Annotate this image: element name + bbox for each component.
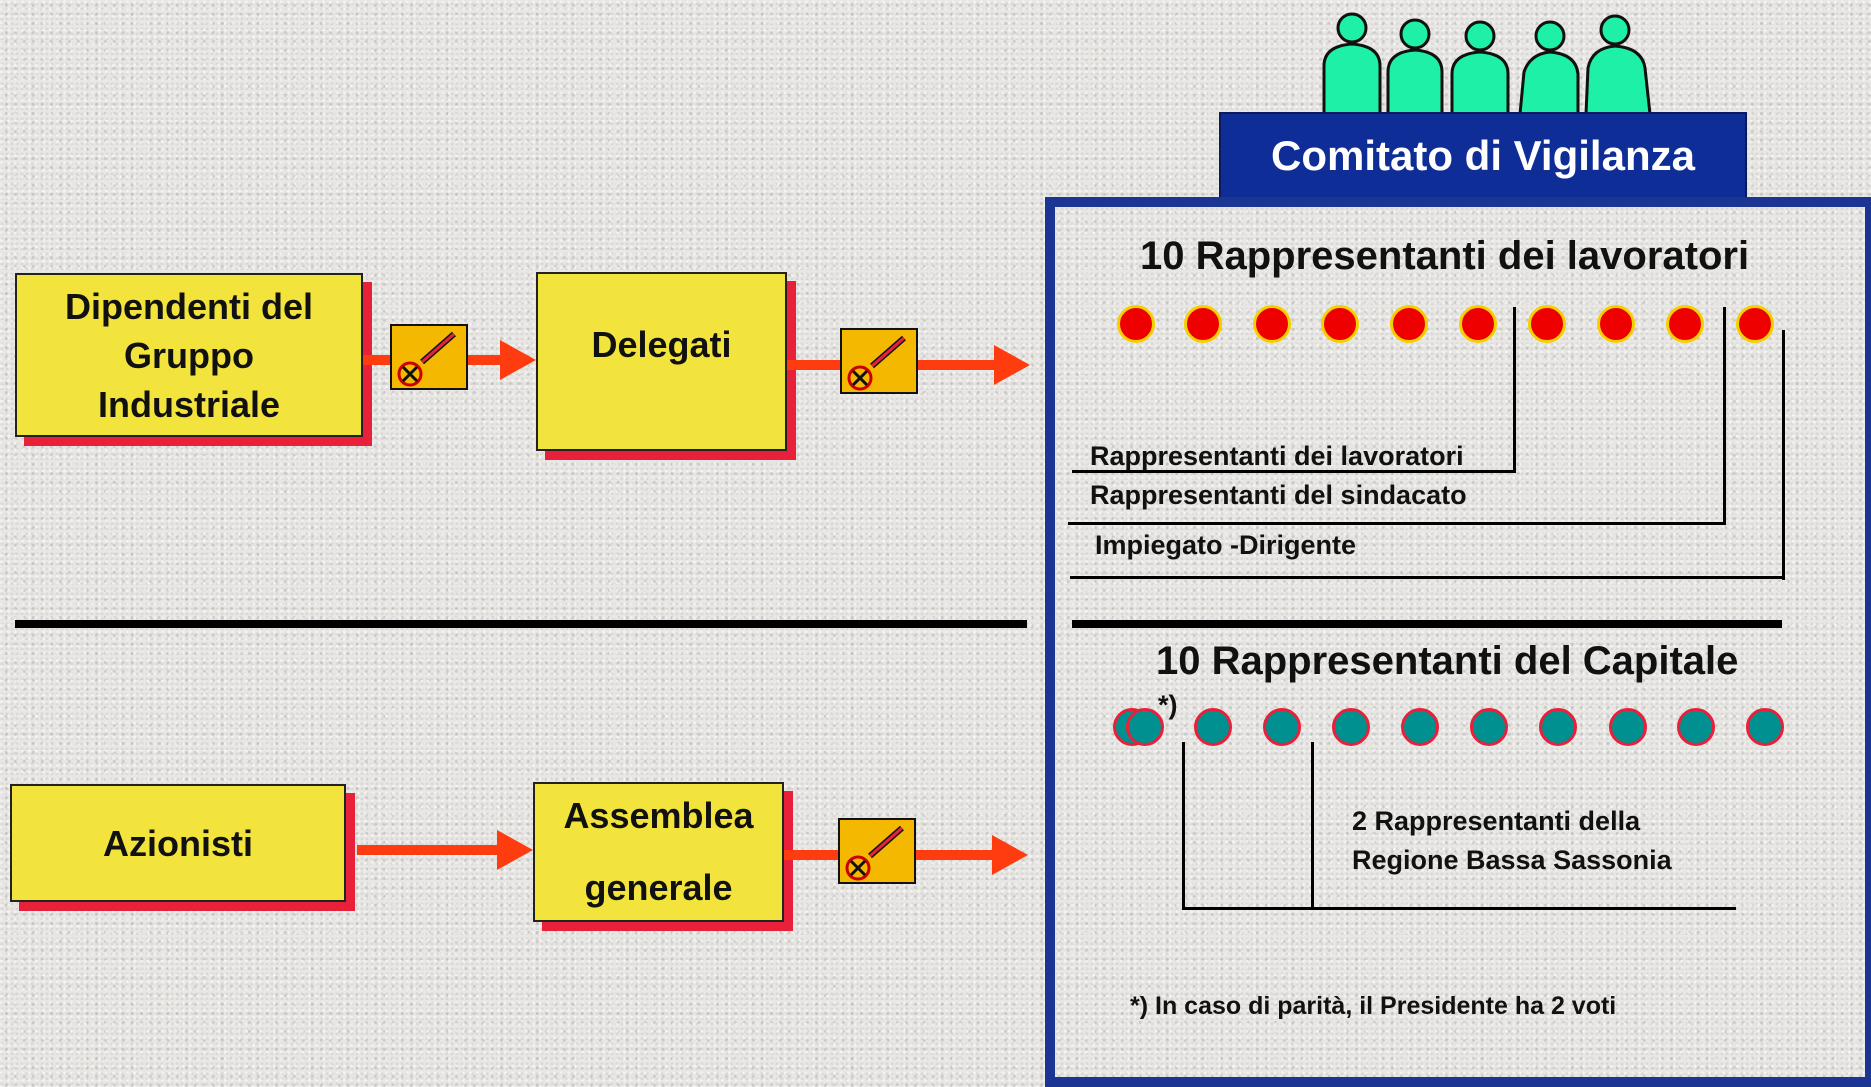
capital-dot — [1609, 708, 1647, 746]
assembly-label-line1: Assemblea — [563, 795, 754, 836]
bracket-capital-left-vertical — [1182, 742, 1185, 910]
capital-dot — [1470, 708, 1508, 746]
worker-dot — [1390, 305, 1428, 343]
ballot-box-icon — [840, 328, 918, 394]
assembly-box: Assemblea generale — [533, 782, 784, 922]
shareholders-label: Azionisti — [103, 822, 253, 864]
capital-heading: 10 Rappresentanti del Capitale — [1156, 639, 1739, 683]
assembly-label-line2: generale — [584, 867, 733, 908]
workers-breakdown-label: Rappresentanti dei lavoratori — [1090, 441, 1464, 471]
employees-label-line3: Industriale — [97, 383, 281, 425]
right-divider — [1072, 620, 1782, 628]
region-label-line1: 2 Rappresentanti della — [1352, 806, 1641, 836]
capital-dot — [1746, 708, 1784, 746]
delegates-box: Delegati — [536, 272, 787, 451]
union-breakdown-label: Rappresentanti del sindacato — [1090, 480, 1467, 510]
bracket-capital-horizontal — [1182, 907, 1736, 910]
bracket-union-horizontal — [1068, 522, 1726, 525]
worker-dot — [1666, 305, 1704, 343]
people-group-icon — [1322, 12, 1652, 114]
worker-dot — [1184, 305, 1222, 343]
arrow-assembly-to-ballot — [784, 850, 840, 860]
capital-dot — [1401, 708, 1439, 746]
worker-dot — [1459, 305, 1497, 343]
manager-breakdown-label: Impiegato -Dirigente — [1095, 530, 1357, 560]
region-label-line2: Regione Bassa Sassonia — [1352, 845, 1672, 875]
worker-dot — [1253, 305, 1291, 343]
capital-dot — [1539, 708, 1577, 746]
bracket-workers-horizontal — [1072, 470, 1516, 473]
delegates-label: Delegati — [591, 324, 732, 365]
arrow-ballot-to-delegates — [468, 340, 536, 380]
bracket-manager-horizontal — [1070, 576, 1785, 579]
left-divider — [15, 620, 1027, 628]
president-marker: *) — [1158, 690, 1178, 720]
arrow-shareholders-to-assembly — [357, 830, 533, 870]
worker-dot — [1597, 305, 1635, 343]
capital-dot — [1194, 708, 1232, 746]
worker-dot — [1528, 305, 1566, 343]
arrow-employees-to-ballot — [363, 355, 393, 365]
bracket-union-vertical — [1723, 307, 1726, 525]
capital-dot — [1677, 708, 1715, 746]
worker-dot — [1321, 305, 1359, 343]
committee-title-text: Comitato di Vigilanza — [1271, 132, 1695, 179]
capital-dot — [1126, 708, 1164, 746]
employees-label-line2: Gruppo — [124, 334, 254, 376]
bracket-capital-right-vertical — [1311, 742, 1314, 910]
arrow-ballot-to-committee-workers — [918, 345, 1030, 385]
footnote: *) In caso di parità, il Presidente ha 2… — [1130, 992, 1617, 1020]
worker-dot — [1736, 305, 1774, 343]
workers-heading: 10 Rappresentanti dei lavoratori — [1140, 234, 1750, 278]
capital-dot — [1263, 708, 1301, 746]
bracket-workers-vertical — [1513, 307, 1516, 473]
shareholders-box: Azionisti — [10, 784, 346, 902]
bracket-manager-vertical — [1782, 330, 1785, 580]
committee-title: Comitato di Vigilanza — [1219, 112, 1747, 200]
arrow-ballot-to-committee-capital — [916, 835, 1028, 875]
worker-dot — [1117, 305, 1155, 343]
employees-label-line1: Dipendenti del — [64, 285, 313, 327]
ballot-box-icon — [390, 324, 468, 390]
ballot-box-icon — [838, 818, 916, 884]
employees-box: Dipendenti del Gruppo Industriale — [15, 273, 363, 437]
capital-dot — [1332, 708, 1370, 746]
arrow-delegates-to-ballot — [787, 360, 841, 370]
